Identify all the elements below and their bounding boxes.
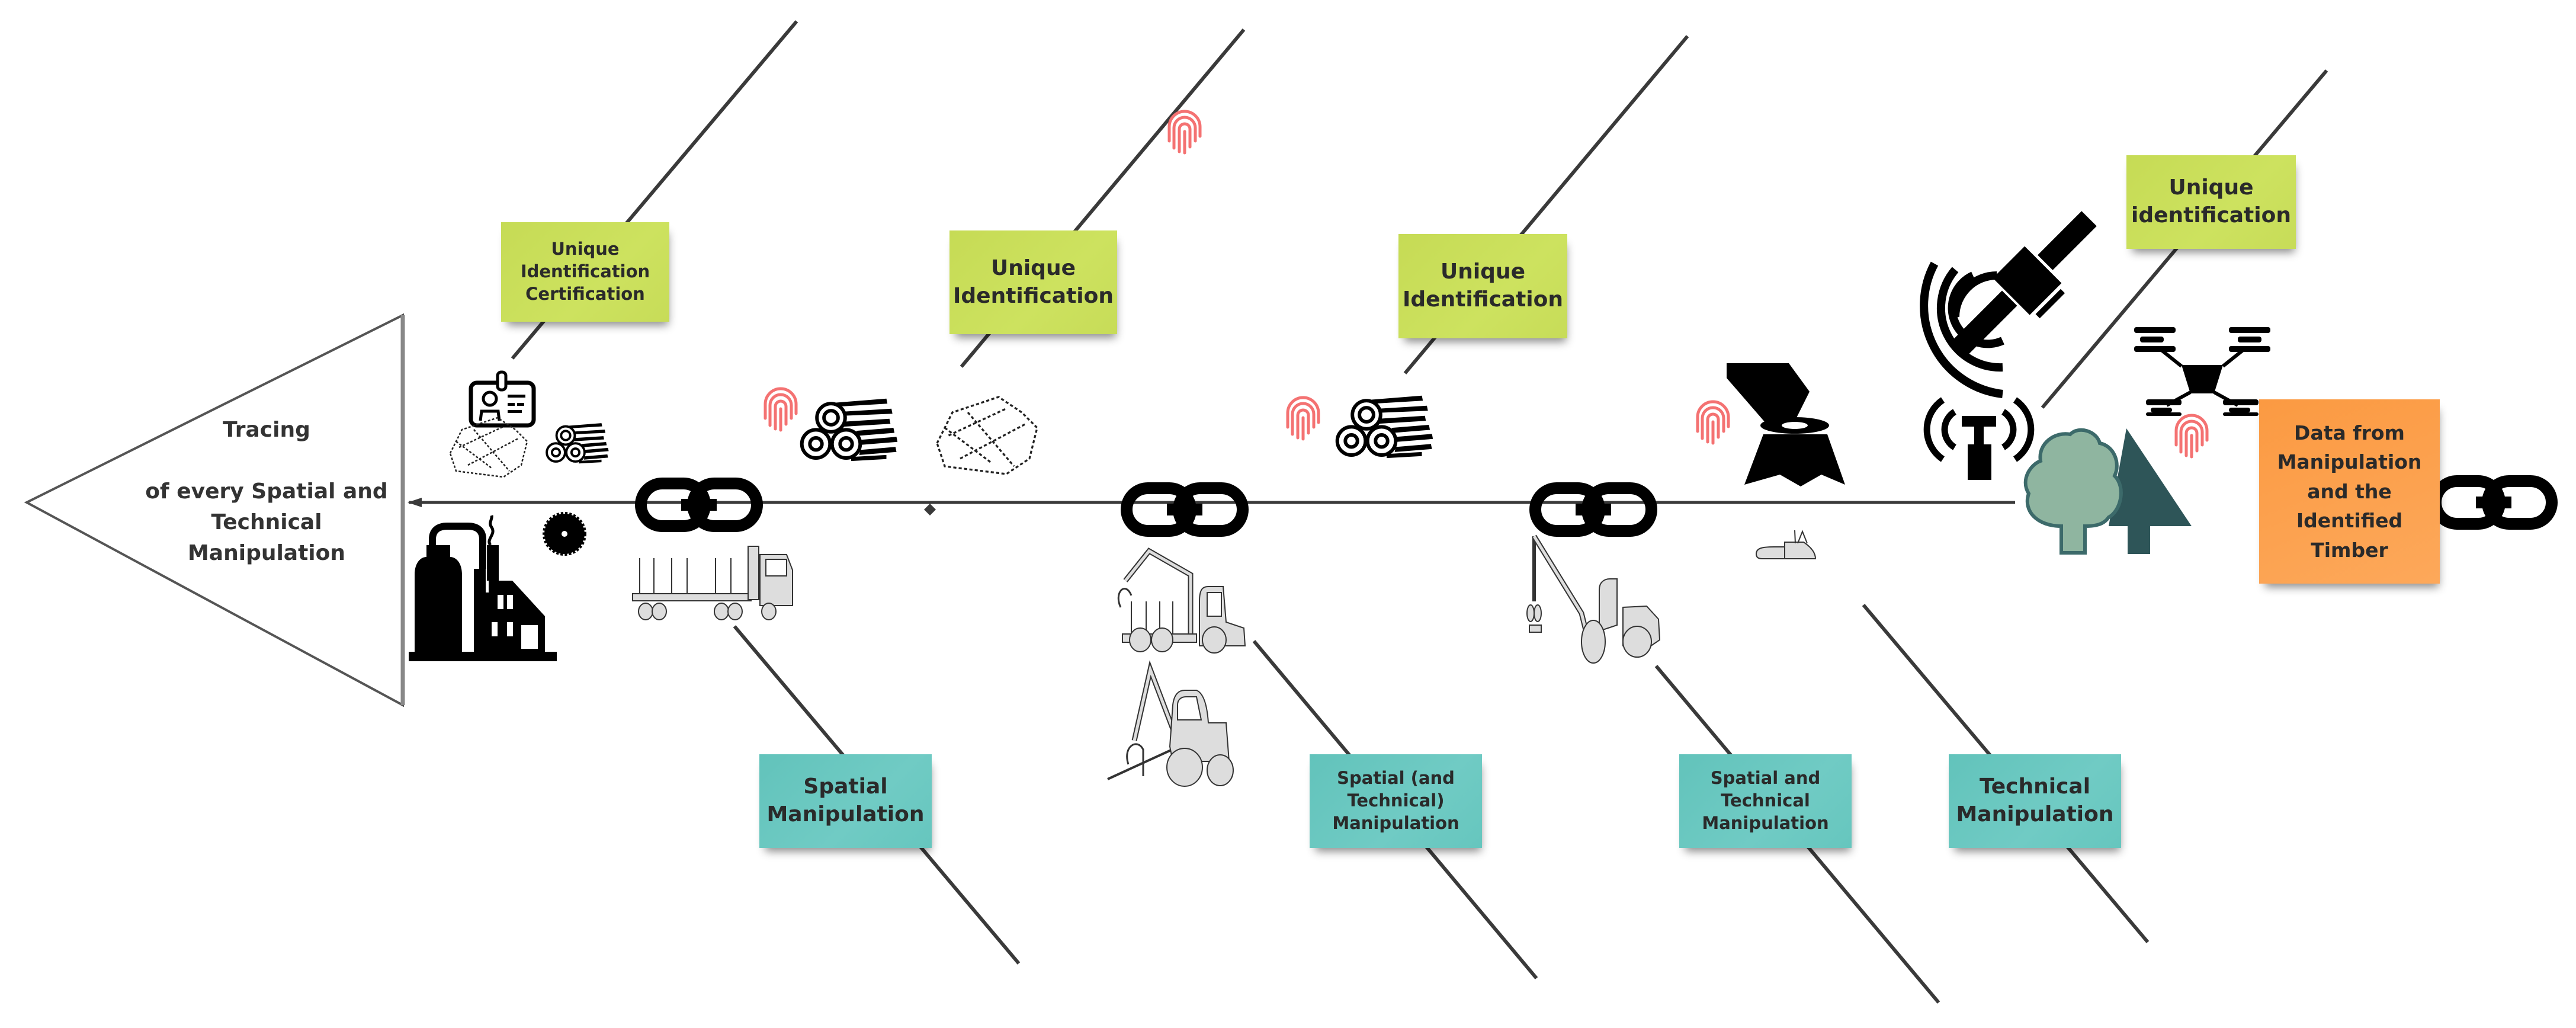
sticky-spatial-and-technical-manipulation-1[interactable]: Spatial (and Technical) Manipulation bbox=[1310, 754, 1482, 848]
drone-icon bbox=[2134, 327, 2270, 416]
satellite-icon bbox=[1920, 211, 2097, 398]
sticky-label: Unique Identification bbox=[953, 255, 1114, 308]
sticky-label: Unique identification bbox=[2131, 175, 2291, 228]
fingerprint-icon bbox=[765, 389, 796, 430]
fingerprint-icon bbox=[1169, 111, 1200, 153]
sticky-spatial-manipulation[interactable]: Spatial Manipulation bbox=[759, 754, 932, 848]
sticky-label: Data from Manipulation and the Identifie… bbox=[2277, 421, 2422, 562]
antenna-icon bbox=[1923, 397, 2035, 480]
tree-stump-icon bbox=[1727, 363, 1845, 486]
sticky-technical-manipulation[interactable]: Technical Manipulation bbox=[1949, 754, 2121, 848]
fingerprint-icon bbox=[2176, 415, 2207, 457]
sticky-label: Spatial Manipulation bbox=[766, 774, 925, 827]
harvester-icon bbox=[1526, 534, 1661, 664]
chain-link-icon bbox=[1535, 488, 1651, 531]
head-subtitle: of every Spatial and Technical Manipulat… bbox=[145, 479, 388, 565]
loader-icon bbox=[1107, 660, 1234, 787]
saw-blade-icon bbox=[543, 512, 586, 556]
fingerprint-icon bbox=[1288, 398, 1319, 439]
fish-head-label: Tracing of every Spatial and Technical M… bbox=[136, 415, 397, 569]
id-badge-icon bbox=[469, 370, 536, 428]
sticky-unique-identification-2[interactable]: Unique Identification bbox=[949, 230, 1117, 334]
sticky-spatial-and-technical-manipulation-2[interactable]: Spatial and Technical Manipulation bbox=[1679, 754, 1852, 848]
log-pile-icon bbox=[1337, 396, 1433, 458]
sticky-unique-identification-3[interactable]: Unique Identification bbox=[1398, 234, 1567, 338]
wood-chips-icon bbox=[936, 396, 1038, 475]
log-pile-icon bbox=[546, 422, 610, 465]
sticky-label: Spatial (and Technical) Manipulation bbox=[1332, 768, 1459, 833]
head-title: Tracing bbox=[223, 418, 310, 442]
sticky-data-from-manipulation[interactable]: Data from Manipulation and the Identifie… bbox=[2259, 399, 2440, 584]
chain-link-icon bbox=[1127, 488, 1243, 531]
fingerprint-icon bbox=[1698, 402, 1728, 443]
chainsaw-icon bbox=[1755, 530, 1817, 559]
spine-arrowhead bbox=[408, 498, 422, 507]
sticky-label: Spatial and Technical Manipulation bbox=[1702, 768, 1829, 833]
spine-diamond-marker bbox=[924, 504, 936, 515]
chain-link-icon bbox=[641, 483, 757, 526]
log-pile-icon bbox=[802, 399, 898, 461]
sticky-label: Technical Manipulation bbox=[1956, 774, 2114, 827]
sticky-unique-identification-certification[interactable]: Unique Identification Certification bbox=[501, 222, 669, 322]
forwarder-icon bbox=[1117, 547, 1246, 654]
factory-icon bbox=[409, 515, 557, 661]
sticky-label: Unique Identification Certification bbox=[520, 239, 650, 304]
chain-link-icon bbox=[2436, 481, 2552, 524]
sticky-unique-identification-4[interactable]: Unique identification bbox=[2126, 155, 2296, 249]
sticky-label: Unique Identification bbox=[1403, 260, 1563, 312]
log-truck-icon bbox=[632, 546, 793, 620]
trees-icon bbox=[2023, 428, 2192, 555]
